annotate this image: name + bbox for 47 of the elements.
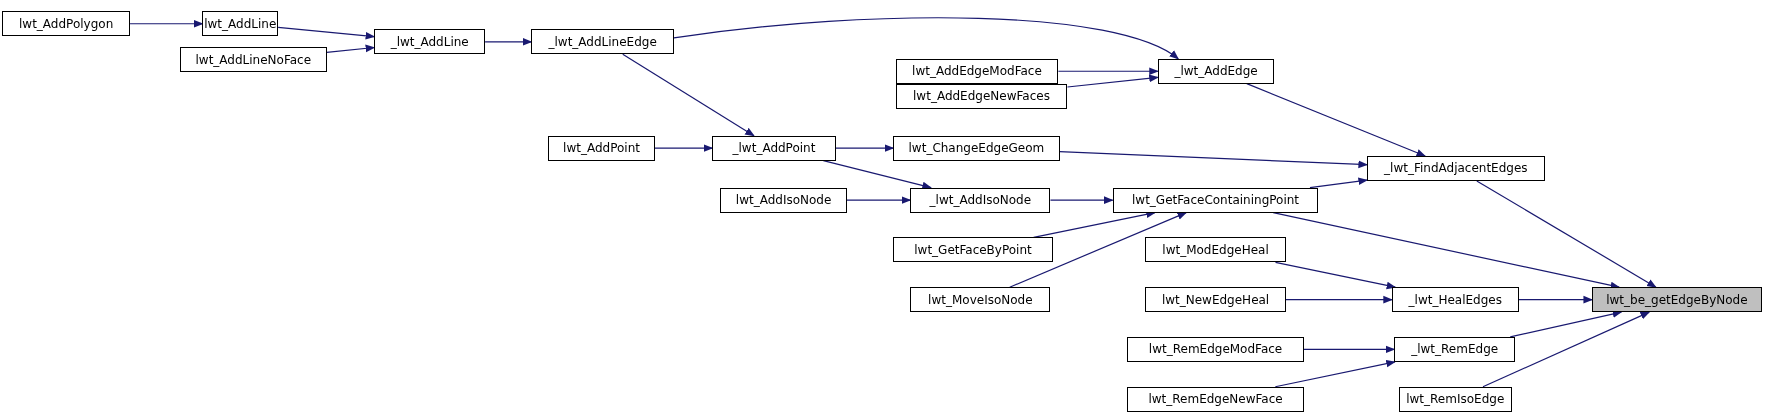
arrow [484,38,533,46]
function-box: _lwt_AddIsoNode [910,187,1051,213]
function-box: _lwt_FindAdjacentEdges [1367,156,1545,181]
function-box: lwt_AddLineNoFace [179,47,327,73]
arrow [673,17,1180,60]
function-box: lwt_GetFaceByPoint [893,237,1053,263]
arrow [1066,74,1159,88]
function-box: lwt_RemEdgeNewFace [1127,386,1304,412]
arrow [654,144,714,152]
function-box: _lwt_AddLine [374,29,486,55]
function-box: lwt_ModEdgeHeal [1145,237,1286,263]
arrow [129,19,204,28]
function-box: _lwt_RemEdge [1394,336,1516,362]
function-box: lwt_RemIsoEdge [1398,386,1512,412]
function-box: _lwt_AddEdge [1157,58,1275,84]
arrow [1285,295,1393,304]
arrow [1518,295,1594,304]
arrow [1274,261,1397,290]
function-box: lwt_NewEdgeHeal [1145,287,1286,313]
function-box: lwt_AddPoint [548,135,655,161]
arrow [277,26,376,40]
function-box: lwt_ChangeEdgeGeom [893,135,1060,161]
function-box: lwt_AddLine [202,11,279,37]
arrow [622,53,755,137]
arrow [1246,83,1427,157]
function-box: lwt_AddEdgeNewFaces [895,83,1068,109]
arrow [1309,177,1368,189]
arrow [846,196,912,204]
arrow [1509,310,1623,338]
function-box: lwt_MoveIsoNode [910,287,1051,313]
function-box: _lwt_AddPoint [712,135,836,161]
arrow [1058,151,1368,169]
arrow [1057,67,1159,76]
function-box: lwt_AddEdgeModFace [895,58,1059,84]
arrow [1476,180,1657,288]
arrow [1049,196,1114,204]
arrow [326,44,376,53]
function-box: lwt_AddPolygon [2,11,130,37]
function-box: lwt_be_getEdgeByNode [1592,287,1762,313]
function-box: lwt_AddIsoNode [720,187,847,213]
function-box: lwt_RemEdgeModFace [1127,336,1304,362]
function-box: _lwt_HealEdges [1391,287,1519,313]
arrow [835,144,895,152]
arrow [1303,345,1396,354]
arrow [1482,311,1651,388]
function-box: lwt_GetFaceContainingPoint [1112,187,1319,213]
function-box: _lwt_AddLineEdge [531,29,674,55]
